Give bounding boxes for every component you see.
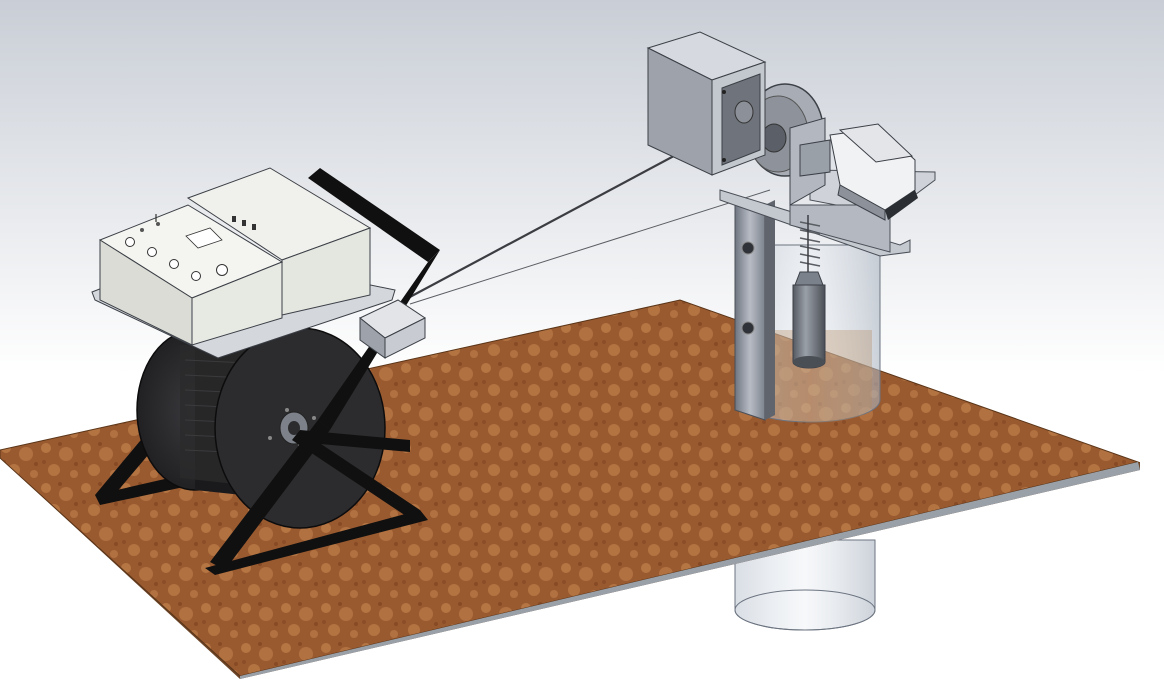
probe-assembly	[792, 215, 826, 369]
control-display	[185, 227, 223, 249]
control-knob-3	[169, 259, 179, 269]
cable-reel	[136, 327, 386, 529]
cable-guide	[359, 299, 426, 359]
bolt-upper	[741, 241, 755, 255]
control-knob-1	[125, 237, 135, 247]
mount-post	[734, 194, 775, 421]
cable-return	[409, 189, 771, 305]
motor-assembly	[799, 123, 918, 221]
control-knob-2	[147, 247, 157, 257]
control-knob-5	[216, 264, 228, 276]
control-knob-4	[191, 271, 201, 281]
lower-casing-pipe	[734, 539, 876, 631]
control-box	[98, 167, 372, 346]
encoder-box	[646, 31, 767, 176]
bolt-lower	[741, 321, 755, 335]
